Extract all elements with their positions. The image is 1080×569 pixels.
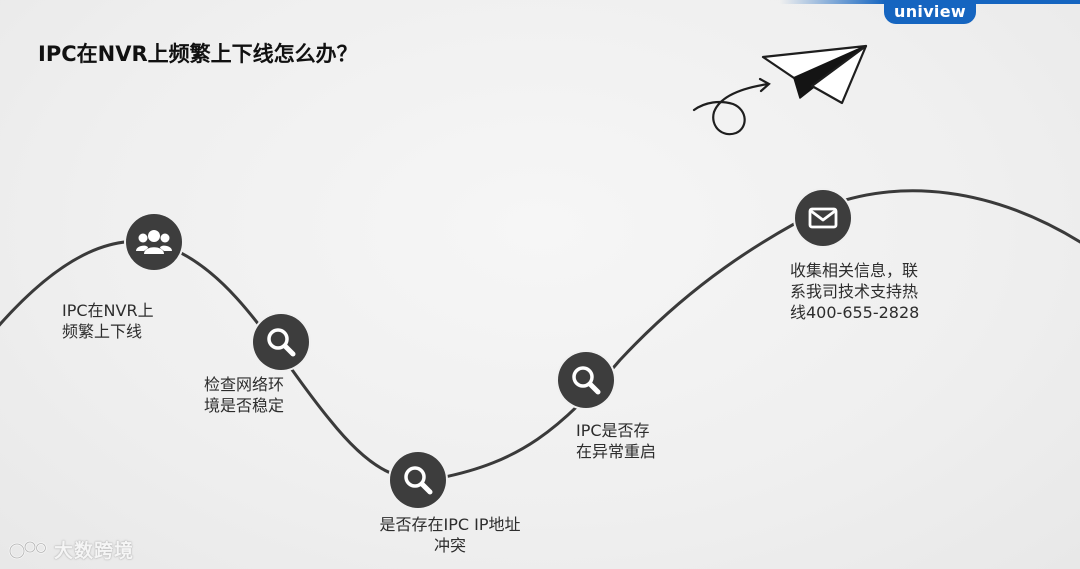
step-1-label: IPC在NVR上 频繁上下线 <box>62 301 154 341</box>
paper-plane-icon <box>761 44 868 105</box>
swirl-arrow-icon <box>692 77 771 136</box>
step-2-label: 检查网络环 境是否稳定 <box>204 375 285 415</box>
search-icon <box>572 366 601 395</box>
step-5-label: 收集相关信息，联 系我司技术支持热 线400-655-2828 <box>790 261 920 322</box>
watermark-text: 大数跨境 <box>54 540 135 562</box>
step-2-node <box>253 314 309 370</box>
step-4-label: IPC是否存 在异常重启 <box>576 421 657 461</box>
search-icon <box>267 328 296 357</box>
users-icon <box>136 230 172 254</box>
step-4-node <box>558 352 614 408</box>
step-3-label: 是否存在IPC IP地址 冲突 <box>379 515 521 555</box>
search-icon <box>404 466 433 495</box>
brand-logo-text: uniview <box>894 2 966 21</box>
mail-icon <box>808 207 838 229</box>
brand-logo: uniview <box>884 0 976 24</box>
watermark-logo-icon <box>8 540 47 559</box>
step-1-node <box>126 214 182 270</box>
step-5-node <box>795 190 851 246</box>
watermark: 大数跨境 <box>8 536 134 563</box>
step-3-node <box>390 452 446 508</box>
page-title: IPC在NVR上频繁上下线怎么办？ <box>38 42 358 66</box>
